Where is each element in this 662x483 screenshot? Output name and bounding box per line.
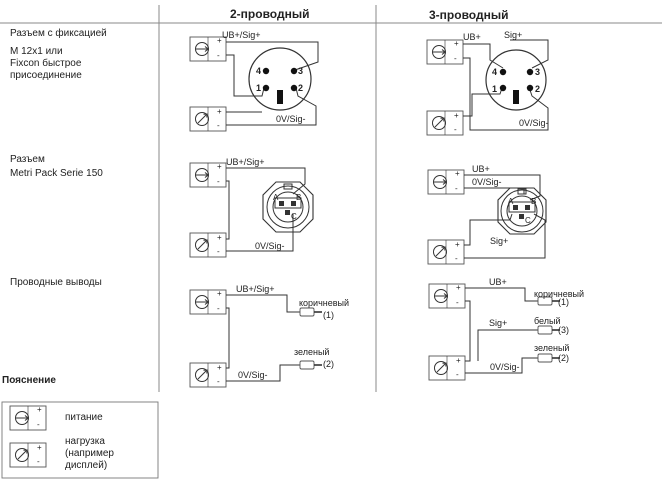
supply-plus: + <box>455 169 460 178</box>
row-label-m12-line3: Fixcon быстрое <box>10 57 82 69</box>
load-plus: + <box>217 107 222 116</box>
signal-ub-label: UB+ <box>472 164 490 174</box>
pin-c-label: C <box>291 212 297 221</box>
supply-plus: + <box>456 283 461 292</box>
m12-three-wire-circuit: + - + - 4 3 1 2 UB+ Sig+ 0V/Sig- <box>426 30 549 136</box>
signal-ov-sig-label: 0V/Sig- <box>276 114 306 124</box>
load-minus: - <box>217 247 220 256</box>
legend-supply-label: питание <box>65 412 103 423</box>
legend-load-minus: - <box>37 457 40 466</box>
signal-ub-label: UB+ <box>463 32 481 42</box>
load-plus: + <box>454 111 459 120</box>
pin-c-label: C <box>525 216 531 225</box>
wire-white-label: белый <box>534 316 561 326</box>
pin-b-label: B <box>296 193 301 202</box>
row-label-m12-line1: Разъем с фиксацией <box>10 27 107 39</box>
metripack-connector-icon <box>262 181 314 233</box>
legend-title: Пояснение <box>2 375 56 386</box>
load-plus: + <box>456 356 461 365</box>
signal-ov-sig-label: 0V/Sig- <box>255 241 285 251</box>
signal-ub-sig-label: UB+/Sig+ <box>226 157 265 167</box>
legend-supply-minus: - <box>37 420 40 429</box>
pin-a-label: A <box>273 193 279 202</box>
m12-connector-icon <box>485 49 547 111</box>
wire-green-number: (2) <box>558 353 569 363</box>
header-three-wire: 3-проводный <box>429 8 508 22</box>
legend: Пояснение + - питание + - нагрузка (напр… <box>1 375 159 479</box>
m12-connector-icon <box>248 47 312 111</box>
supply-plus: + <box>217 162 222 171</box>
metripack-three-wire-circuit: + - + - A B C UB+ 0V/Sig- Sig+ <box>427 164 547 265</box>
row-label-m12-line2: M 12x1 или <box>10 46 63 57</box>
leads-two-wire-circuit: + - + - UB+/Sig+ 0V/Sig- коричневый (1) … <box>189 284 349 388</box>
legend-load-plus: + <box>37 443 42 452</box>
wire-lead-icon <box>529 325 561 335</box>
wire-lead-icon <box>291 360 323 370</box>
supply-plus: + <box>217 36 222 45</box>
signal-ov-sig-label: 0V/Sig- <box>472 177 502 187</box>
legend-supply-plus: + <box>37 405 42 414</box>
header-two-wire: 2-проводный <box>230 7 309 21</box>
load-minus: - <box>454 125 457 134</box>
wire-brown-label: коричневый <box>299 298 349 308</box>
row-label-m12-line4: присоединение <box>10 70 82 81</box>
load-minus: - <box>217 377 220 386</box>
m12-two-wire-circuit: + - + - 4 3 1 2 UB+/Sig+ 0V/Sig- <box>189 30 319 132</box>
leads-three-wire-circuit: + - + - UB+ Sig+ 0V/Sig- коричневый (1) … <box>428 277 584 381</box>
row-label-metripack-line1: Разъем <box>10 154 45 165</box>
signal-sig-label: Sig+ <box>489 318 507 328</box>
load-minus: - <box>217 121 220 130</box>
wire-green-label: зеленый <box>294 347 329 357</box>
pin-4-label: 4 <box>492 67 497 77</box>
legend-load-line2: (например <box>65 448 114 459</box>
pin-b-label: B <box>531 197 536 206</box>
supply-minus: - <box>217 304 220 313</box>
wire-brown-label: коричневый <box>534 289 584 299</box>
supply-minus: - <box>456 298 459 307</box>
pin-2-label: 2 <box>298 83 303 93</box>
metripack-two-wire-circuit: + - + - A B C UB+/Sig+ 0V/Sig- <box>189 157 314 258</box>
wire-brown-number: (1) <box>558 297 569 307</box>
pin-1-label: 1 <box>256 83 261 93</box>
pin-1-label: 1 <box>492 84 497 94</box>
row-label-leads: Проводные выводы <box>10 277 102 288</box>
signal-ub-sig-label: UB+/Sig+ <box>222 30 261 40</box>
supply-plus: + <box>454 39 459 48</box>
wire-lead-icon <box>529 353 561 363</box>
wire-lead-icon <box>291 307 323 317</box>
wire-green-label: зеленый <box>534 343 569 353</box>
signal-ub-sig-label: UB+/Sig+ <box>236 284 275 294</box>
supply-minus: - <box>217 51 220 60</box>
supply-minus: - <box>217 177 220 186</box>
pin-a-label: A <box>508 197 514 206</box>
supply-minus: - <box>454 54 457 63</box>
load-plus: + <box>217 363 222 372</box>
wire-green-number: (2) <box>323 359 334 369</box>
supply-minus: - <box>455 184 458 193</box>
supply-plus: + <box>217 289 222 298</box>
load-minus: - <box>456 370 459 379</box>
pin-3-label: 3 <box>535 67 540 77</box>
pin-2-label: 2 <box>535 84 540 94</box>
legend-load-line3: дисплей) <box>65 460 107 471</box>
row-label-metripack-line2: Metri Pack Serie 150 <box>10 168 103 179</box>
metripack-connector-icon <box>497 187 547 235</box>
pin-3-label: 3 <box>298 66 303 76</box>
signal-sig-label: Sig+ <box>504 30 522 40</box>
signal-ov-sig-label: 0V/Sig- <box>238 370 268 380</box>
legend-load-line1: нагрузка <box>65 436 105 447</box>
signal-ov-sig-label: 0V/Sig- <box>490 362 520 372</box>
load-minus: - <box>455 254 458 263</box>
load-plus: + <box>455 240 460 249</box>
wire-brown-number: (1) <box>323 310 334 320</box>
wire-white-number: (3) <box>558 325 569 335</box>
load-plus: + <box>217 233 222 242</box>
signal-ov-sig-label: 0V/Sig- <box>519 118 549 128</box>
signal-ub-label: UB+ <box>489 277 507 287</box>
pin-4-label: 4 <box>256 66 261 76</box>
signal-sig-label: Sig+ <box>490 236 508 246</box>
